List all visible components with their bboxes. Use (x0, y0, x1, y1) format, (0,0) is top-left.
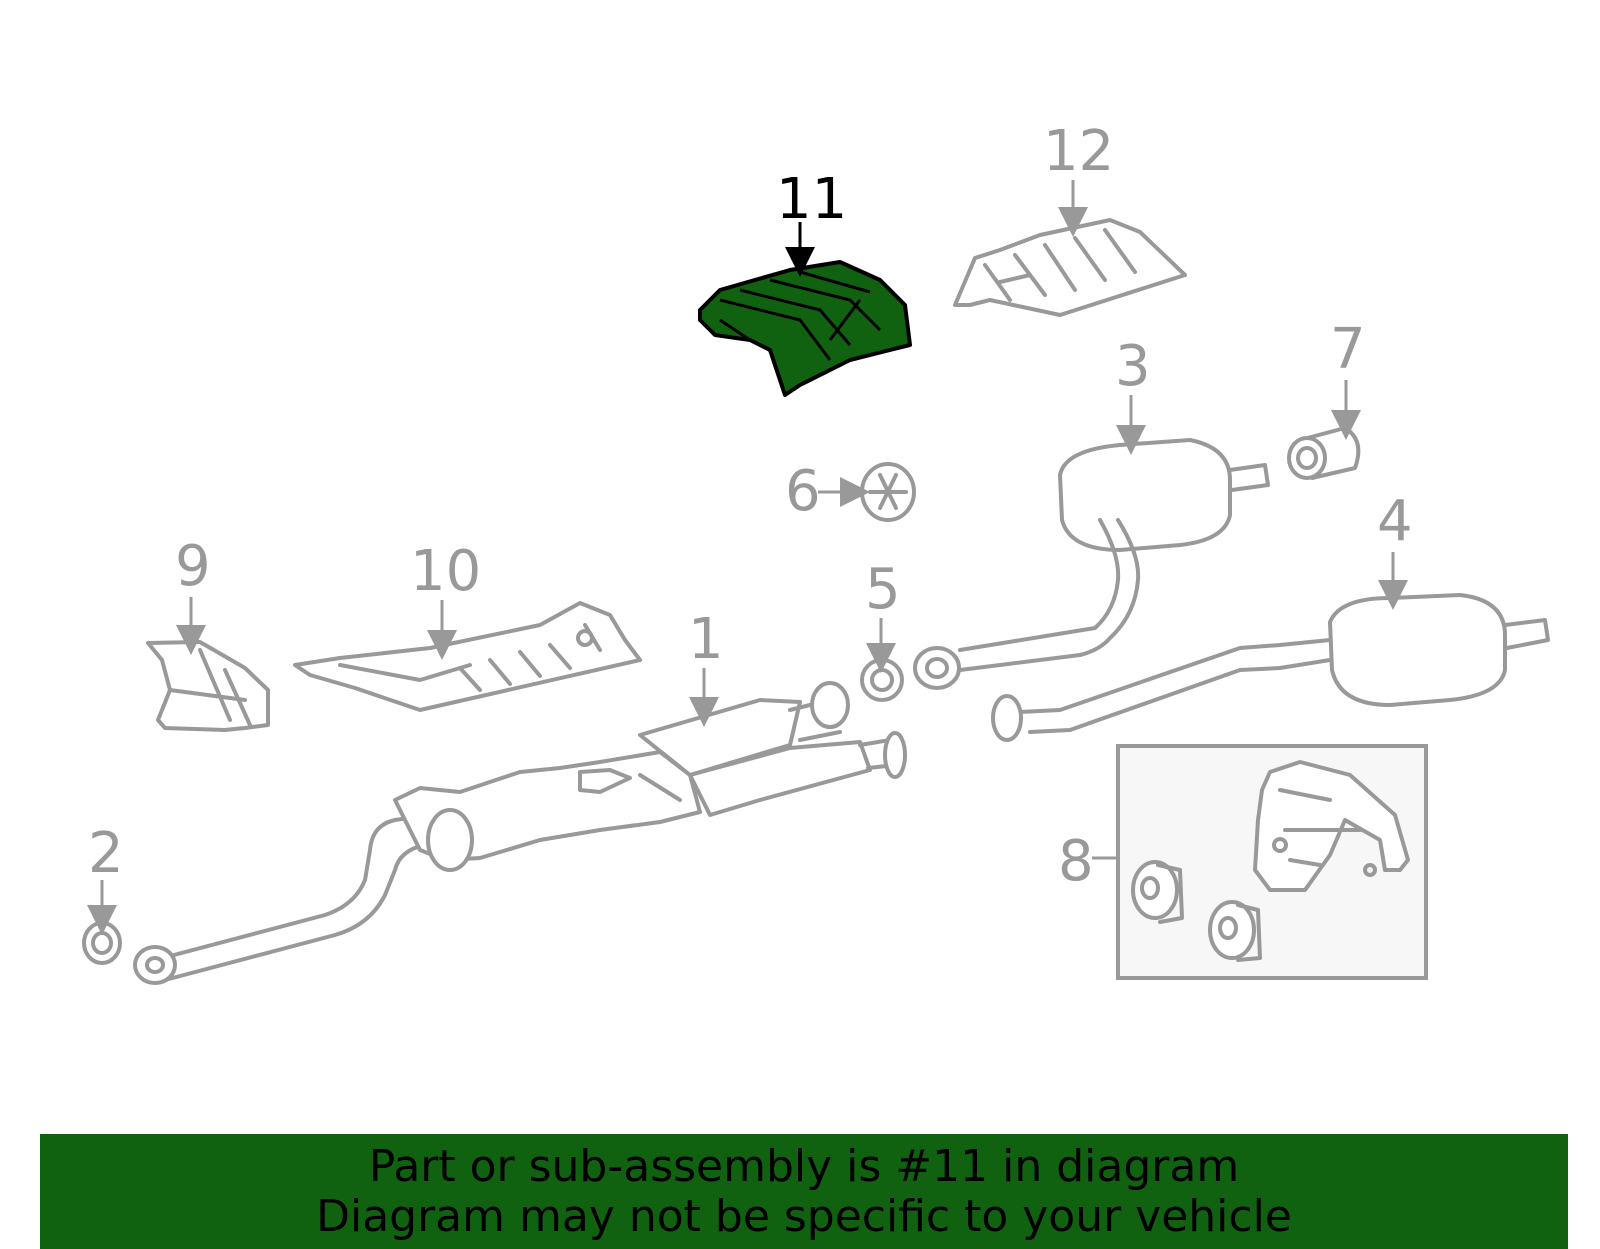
callout-11-label: 11 (776, 167, 847, 232)
part-1-front-pipe[interactable] (133, 681, 907, 985)
callout-2-label: 2 (88, 821, 124, 886)
banner-line-disclaimer: Diagram may not be specific to your vehi… (316, 1190, 1292, 1242)
callout-9: 9 (175, 534, 211, 655)
part-12-heat-shield[interactable] (953, 218, 1187, 317)
part-8-hanger-kit[interactable] (1116, 744, 1428, 980)
part-7-tail-tip[interactable] (1287, 426, 1361, 480)
callout-12-label: 12 (1043, 119, 1114, 184)
callout-4: 4 (1377, 489, 1413, 610)
callout-2: 2 (87, 821, 124, 935)
callout-1-label: 1 (688, 607, 724, 672)
callout-5: 5 (865, 557, 901, 673)
part-9-heat-shield[interactable] (146, 640, 270, 732)
banner-line-part-number: Part or sub-assembly is #11 in diagram (368, 1140, 1240, 1192)
callout-8: 8 (1058, 829, 1118, 894)
callout-11: 11 (776, 167, 847, 277)
callout-5-label: 5 (865, 557, 901, 622)
part-6-hanger[interactable] (860, 462, 916, 522)
part-4-muffler[interactable] (991, 593, 1550, 742)
callout-1: 1 (688, 607, 724, 727)
callout-12: 12 (1043, 119, 1114, 237)
callout-8-label: 8 (1058, 829, 1094, 894)
callout-6-label: 6 (785, 459, 821, 524)
info-banner: Part or sub-assembly is #11 in diagram D… (40, 1134, 1568, 1249)
part-2-gasket[interactable] (82, 921, 122, 965)
callout-3-label: 3 (1115, 334, 1151, 399)
callout-9-label: 9 (175, 534, 211, 599)
callout-10-label: 10 (410, 539, 481, 604)
callout-6: 6 (785, 459, 870, 524)
part-11-heat-shield[interactable] (698, 260, 912, 397)
part-5-gasket[interactable] (860, 658, 904, 702)
callout-7: 7 (1330, 317, 1366, 440)
callout-3: 3 (1115, 334, 1151, 455)
part-3-muffler[interactable] (913, 438, 1270, 690)
callout-4-label: 4 (1377, 489, 1413, 554)
callout-7-label: 7 (1330, 317, 1366, 382)
callout-10: 10 (410, 539, 481, 660)
part-10-heat-shield[interactable] (293, 601, 642, 712)
